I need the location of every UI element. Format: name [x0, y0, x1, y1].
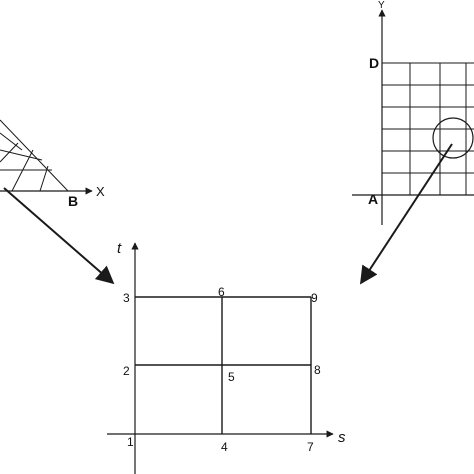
left-grid-line	[0, 119, 69, 192]
left-skewed-grid: X B	[0, 119, 105, 209]
left-grid-line	[11, 149, 34, 192]
right-mapping-arrow	[360, 143, 453, 285]
t-axis-label: t	[117, 240, 122, 257]
left-grid-line	[0, 142, 19, 163]
left-corner-label-b: B	[68, 193, 78, 209]
left-x-axis-label: X	[96, 184, 105, 199]
left-grid-line	[0, 132, 23, 151]
node-label-9: 9	[311, 291, 318, 305]
highlight-circle	[432, 117, 474, 159]
node-label-4: 4	[221, 440, 228, 454]
left-mapping-arrow	[3, 187, 115, 285]
right-corner-label-d: D	[369, 55, 379, 71]
node-label-6: 6	[218, 285, 225, 299]
left-grid-line	[0, 149, 43, 161]
node-label-5: 5	[228, 370, 235, 384]
node-label-8: 8	[314, 363, 321, 377]
center-parametric-grid: t s 1 2 3 4 5 6 7 8 9	[107, 240, 346, 474]
node-label-3: 3	[123, 291, 130, 305]
right-corner-label-a: A	[368, 191, 378, 207]
node-label-1: 1	[127, 435, 134, 449]
right-y-axis-label: Y	[378, 0, 385, 11]
right-grid: Y D A	[352, 0, 474, 225]
node-label-7: 7	[307, 440, 314, 454]
s-axis-label: s	[338, 429, 346, 446]
left-grid-line	[39, 165, 49, 192]
node-label-2: 2	[123, 364, 130, 378]
